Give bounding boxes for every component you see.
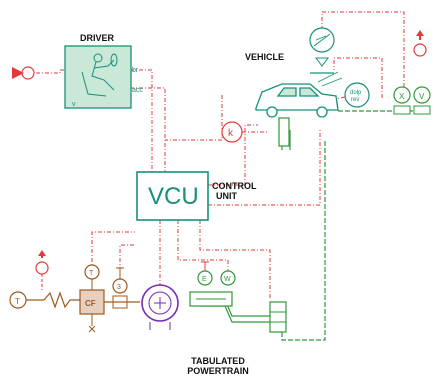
spring-element [43,291,80,309]
torque-sensor-cf[interactable]: T [84,264,100,290]
driver-input-source[interactable] [12,66,35,80]
control-unit-line2: UNIT [216,191,237,201]
transmission-block[interactable] [189,291,287,333]
x-sensor[interactable]: X [393,86,411,115]
gear-box-3[interactable]: 3 [104,267,140,309]
speed-sensor[interactable]: W [220,270,236,286]
dolp-line2: rev [351,97,359,103]
x-sensor-label: X [399,92,405,101]
energy-sensor-label: E [202,276,207,283]
driver-port-br: br [132,67,139,74]
speed-sensor-label: W [224,276,231,283]
top-right-source[interactable] [413,30,427,57]
torque-cf-label: T [89,270,94,277]
k-parameter-block[interactable]: k [221,121,243,143]
cf-label: CF [85,299,96,308]
k-label: k [228,128,234,139]
driver-title: DRIVER [80,33,115,43]
gear-box-label: 3 [117,284,121,291]
torque-left-label: T [15,297,20,306]
powertrain-input-source[interactable] [35,250,49,290]
energy-sensor[interactable]: E [197,261,213,286]
vcu-block[interactable]: VCU [136,171,209,221]
electric-motor[interactable] [141,284,179,330]
dolp-line1: dolp [350,90,362,96]
v-sensor-label: V [419,92,425,101]
torque-source-left[interactable]: T [9,291,44,309]
powertrain-label-line1: TABULATED [191,356,245,366]
control-unit-line1: CONTROL [212,181,257,191]
road-grade-icon[interactable] [309,27,335,74]
powertrain-label-line2: POWERTRAIN [187,366,249,376]
driver-port-acc: acc [132,87,143,94]
driver-block[interactable]: v br acc [64,45,143,109]
vcu-label: VCU [148,183,199,210]
vehicle-title: VEHICLE [245,52,285,62]
cf-block[interactable]: CF [79,289,105,333]
vehicle-block[interactable] [255,71,343,147]
v-sensor[interactable]: V [413,86,431,115]
signal-lines [36,11,405,300]
dolp-rev-block[interactable]: dolp rev [344,82,370,108]
driver-port-v: v [72,101,76,108]
mechanical-lines [200,110,430,341]
